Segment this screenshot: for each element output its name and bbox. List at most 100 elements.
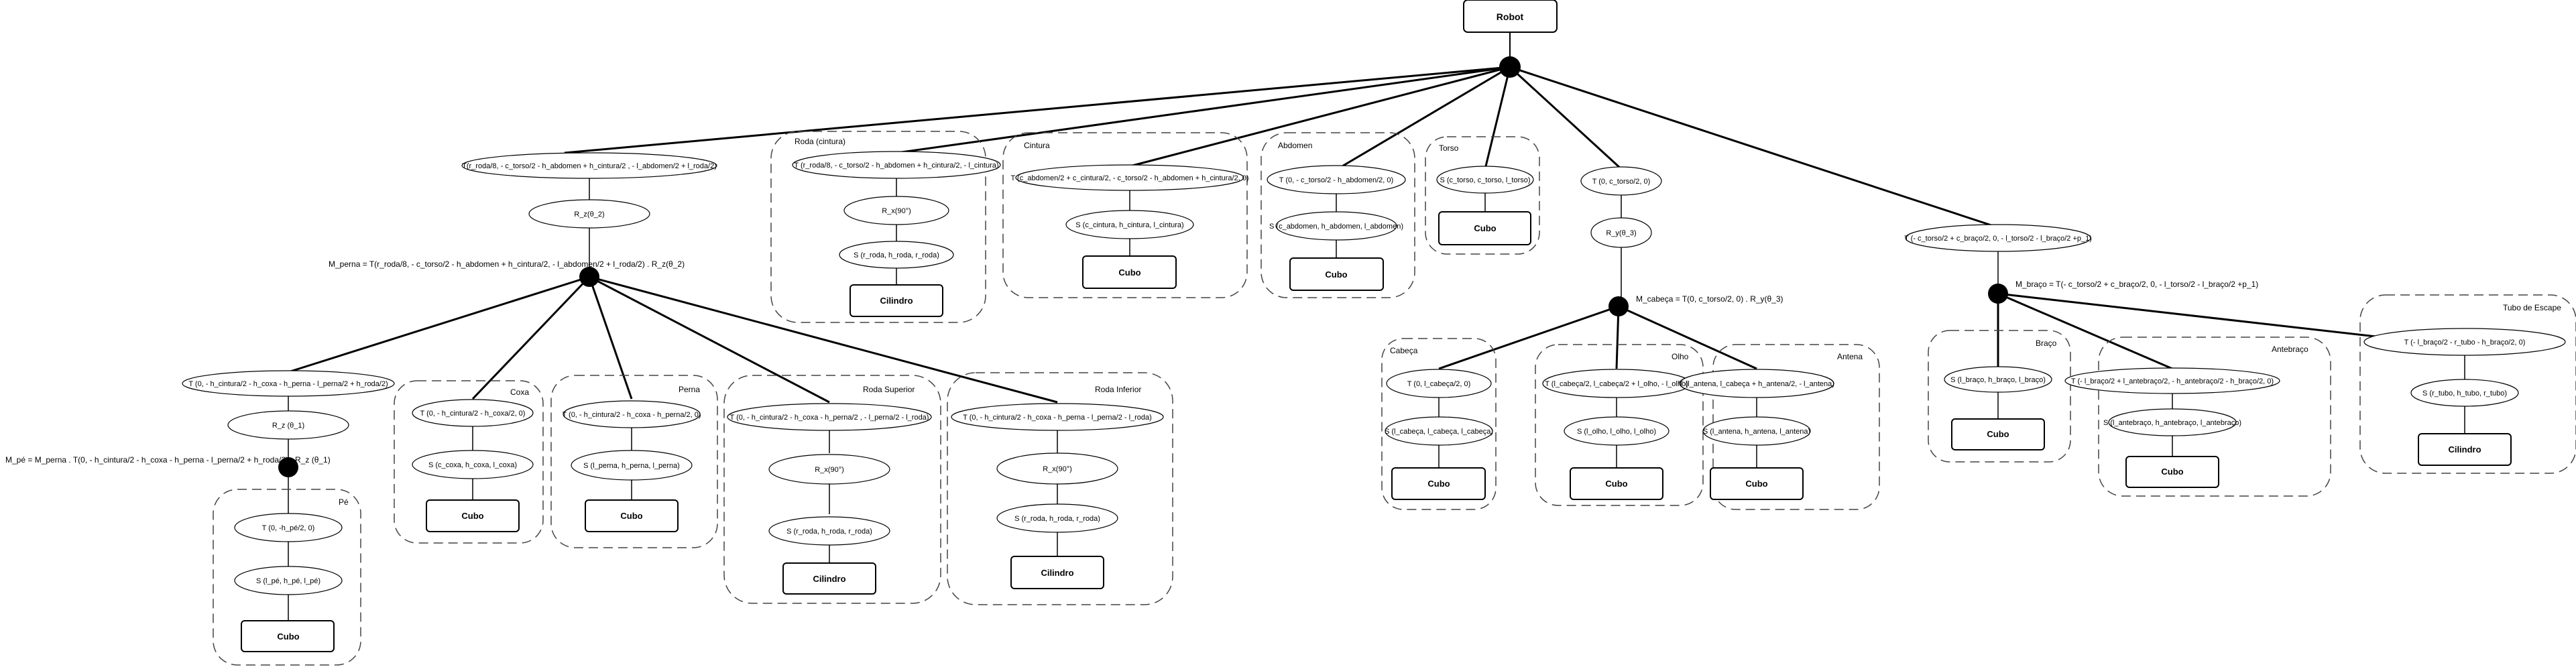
group-pe [213,489,361,666]
foot-hub [278,457,298,477]
abdomen-scale: S (c_abdomen, h_abdomen, l_abdomen) [1269,223,1403,231]
leg-hub [579,267,599,287]
group-label-abdomen: Abdomen [1278,141,1312,150]
olho-transform: T (l_cabeça/2, l_cabeça/2 + l_olho, - l_… [1545,380,1688,388]
group-roda-inferior [947,372,1173,605]
group-cintura [1002,132,1248,298]
group-roda-cintura [770,131,986,323]
cabeca-chain-transform: T (0, c_torso/2, 0) [1592,178,1651,186]
cintura-transform: T (c_abdomen/2 + c_cintura/2, - c_torso/… [1010,174,1248,182]
chain-edges [288,176,2465,621]
pe-matrix: M_pé = M_perna . T(0, - h_cintura/2 - h_… [5,455,331,465]
group-tubo [2359,294,2576,474]
root-node [1463,0,1558,33]
braco-chain-transform: T (- c_torso/2 + c_braço/2, 0, - l_torso… [1904,235,2092,243]
perna-transform: T(r_roda/8, - c_torso/2 - h_abdomen + h_… [462,162,717,170]
group-perna [550,375,718,548]
arm-hub [1988,284,2008,304]
roda-superior-rotation: R_x(90°) [815,466,844,474]
roda-superior-shape: Cilindro [813,574,845,584]
group-label-cintura: Cintura [1024,141,1050,150]
perna-part-transform: T (0, - h_cintura/2 - h_coxa - h_perna/2… [562,411,701,419]
torso-scale: S (c_torso, c_torso, l_torso) [1440,176,1530,184]
group-label-roda-superior: Roda Superior [863,385,915,394]
group-antena [1712,344,1880,510]
cabeca-shape: Cubo [1427,479,1450,489]
coxa-shape: Cubo [461,511,483,521]
olho-shape: Cubo [1605,479,1627,489]
root-label: Robot [1497,11,1524,22]
coxa-transform: T (0, - h_cintura/2 - h_coxa/2, 0) [420,410,526,418]
group-braco [1928,330,2071,463]
roda-inferior-rotation: R_x(90°) [1043,465,1072,473]
cintura-scale: S (c_cintura, h_cintura, l_cintura) [1075,221,1183,229]
group-label-olho: Olho [1672,352,1689,361]
antena-transform: T (l_antena, l_cabeça + h_antena/2, - l_… [1679,380,1834,388]
group-label-coxa: Coxa [510,387,529,397]
roda-cintura-rotation: R_x(90°) [882,207,911,215]
group-abdomen [1261,132,1415,298]
group-antebraco [2098,337,2331,497]
group-cabeca [1381,338,1497,510]
pe-chain-transform: T (0, - h_cintura/2 - h_coxa - h_perna -… [188,380,388,388]
group-label-pe: Pé [339,497,349,507]
edges [288,32,2394,404]
roda-cintura-shape: Cilindro [880,296,913,306]
cabeca-matrix: M_cabeça = T(0, c_torso/2, 0) . R_y(θ_3) [1636,294,1783,304]
tubo-transform: T (- l_braço/2 - r_tubo - h_braço/2, 0) [2404,339,2526,347]
roda-inferior-scale: S (r_roda, h_roda, r_roda) [1014,515,1100,523]
coxa-scale: S (c_coxa, h_coxa, l_coxa) [428,461,517,469]
head-hub [1608,296,1629,316]
cintura-shape: Cubo [1118,267,1140,278]
group-coxa [394,380,544,544]
torso-shape: Cubo [1474,223,1496,233]
pe-transform: T (0, -h_pé/2, 0) [262,524,315,532]
roda-inferior-transform: T (0, - h_cintura/2 - h_coxa - h_perna -… [963,414,1152,422]
root-hub [1499,56,1521,78]
antebraco-shape: Cubo [2161,467,2183,477]
group-label-antebraco: Antebraço [2272,345,2308,354]
group-label-braco: Braço [2036,339,2057,348]
braco-matrix: M_braço = T(- c_torso/2 + c_braço/2, 0, … [2015,280,2258,289]
roda-inferior-shape: Cilindro [1041,568,1073,578]
braco-scale: S (l_braço, h_braço, l_braço) [1950,376,2046,384]
perna-matrix: M_perna = T(r_roda/8, - c_torso/2 - h_ab… [329,259,685,269]
olho-scale: S (l_olho, l_olho, l_olho) [1577,428,1656,436]
group-roda-superior [723,375,941,604]
transform-ellipses [182,151,2566,595]
group-label-tubo: Tubo de Escape [2503,303,2561,312]
cabeca-transform: T (0, l_cabeça/2, 0) [1407,380,1471,388]
perna-part-shape: Cubo [620,511,642,521]
cabeca-chain-rotation: R_y(θ_3) [1606,229,1636,237]
roda-superior-transform: T (0, - h_cintura/2 - h_coxa - h_perna/2… [730,414,929,422]
group-label-roda-inferior: Roda Inferior [1095,385,1141,394]
perna-rotation: R_z(θ_2) [574,210,604,219]
group-label-cabeca: Cabeça [1390,346,1418,355]
pe-chain-rotation: R_z (θ_1) [272,422,304,430]
group-torso [1425,136,1540,255]
antebraco-transform: T (- l_braço/2 + l_antebraço/2, - h_ante… [2071,377,2274,385]
tubo-scale: S (r_tubo, h_tubo, r_tubo) [2422,389,2507,398]
abdomen-transform: T (0, - c_torso/2 - h_abdomen/2, 0) [1279,176,1393,184]
group-label-torso: Torso [1439,143,1459,153]
braco-shape: Cubo [1987,429,2009,439]
antena-shape: Cubo [1745,479,1767,489]
group-label-roda-cintura: Roda (cintura) [795,137,845,146]
group-label-antena: Antena [1837,352,1863,361]
shape-boxes [241,211,2512,652]
roda-cintura-scale: S (r_roda, h_roda, r_roda) [854,251,939,259]
antebraco-scale: S (l_antebraço, h_antebraço, l_antebraço… [2103,419,2241,427]
cabeca-scale: S (l_cabeça, l_cabeça, l_cabeça) [1385,428,1493,436]
pe-shape: Cubo [277,631,299,642]
group-boxes [213,131,2576,666]
pe-scale: S (l_pé, h_pé, l_pé) [256,577,320,585]
perna-part-scale: S (l_perna, h_perna, l_perna) [583,462,680,470]
abdomen-shape: Cubo [1325,269,1347,280]
roda-superior-scale: S (r_roda, h_roda, r_roda) [786,528,872,536]
group-olho [1535,344,1704,506]
antena-scale: S (l_antena, h_antena, l_antena) [1703,428,1810,436]
group-label-perna: Perna [679,385,700,394]
roda-cintura-transform: T (r_roda/8, - c_torso/2 - h_abdomen + h… [794,162,998,170]
tubo-shape: Cilindro [2448,444,2481,454]
